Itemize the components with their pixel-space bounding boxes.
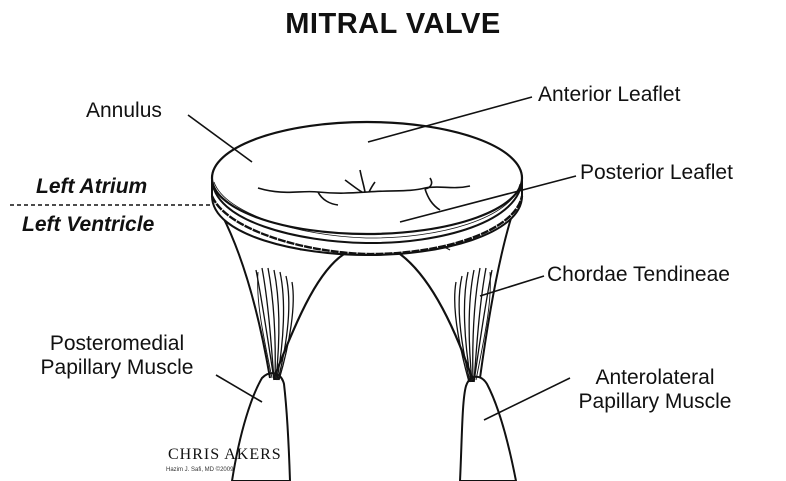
left-chordae-strands [256, 268, 293, 380]
label-anterior-leaflet: Anterior Leaflet [538, 83, 680, 107]
label-chordae-tendineae: Chordae Tendineae [547, 263, 730, 287]
label-posteromedial-line2: Papillary Muscle [20, 356, 214, 380]
artist-signature: CHRIS AKERS [168, 446, 282, 464]
label-posteromedial-papillary-muscle: Posteromedial Papillary Muscle [20, 332, 214, 380]
diagram-title: MITRAL VALVE [0, 8, 786, 41]
label-annulus: Annulus [86, 99, 162, 123]
zone-left-ventricle: Left Ventricle [22, 213, 154, 237]
copyright-credit: Hazim J. Safi, MD ©2009 [166, 467, 233, 473]
leader-annulus [188, 115, 252, 162]
leader-posteromedial [216, 375, 262, 402]
anterolateral-papillary-muscle [460, 377, 516, 481]
label-posteromedial-line1: Posteromedial [20, 332, 214, 356]
label-anterolateral-line1: Anterolateral [557, 366, 753, 390]
label-anterolateral-line2: Papillary Muscle [557, 390, 753, 414]
label-posterior-leaflet: Posterior Leaflet [580, 161, 733, 185]
zone-left-atrium: Left Atrium [36, 175, 147, 199]
right-chordae-strands [455, 268, 492, 382]
label-anterolateral-papillary-muscle: Anterolateral Papillary Muscle [557, 366, 753, 414]
